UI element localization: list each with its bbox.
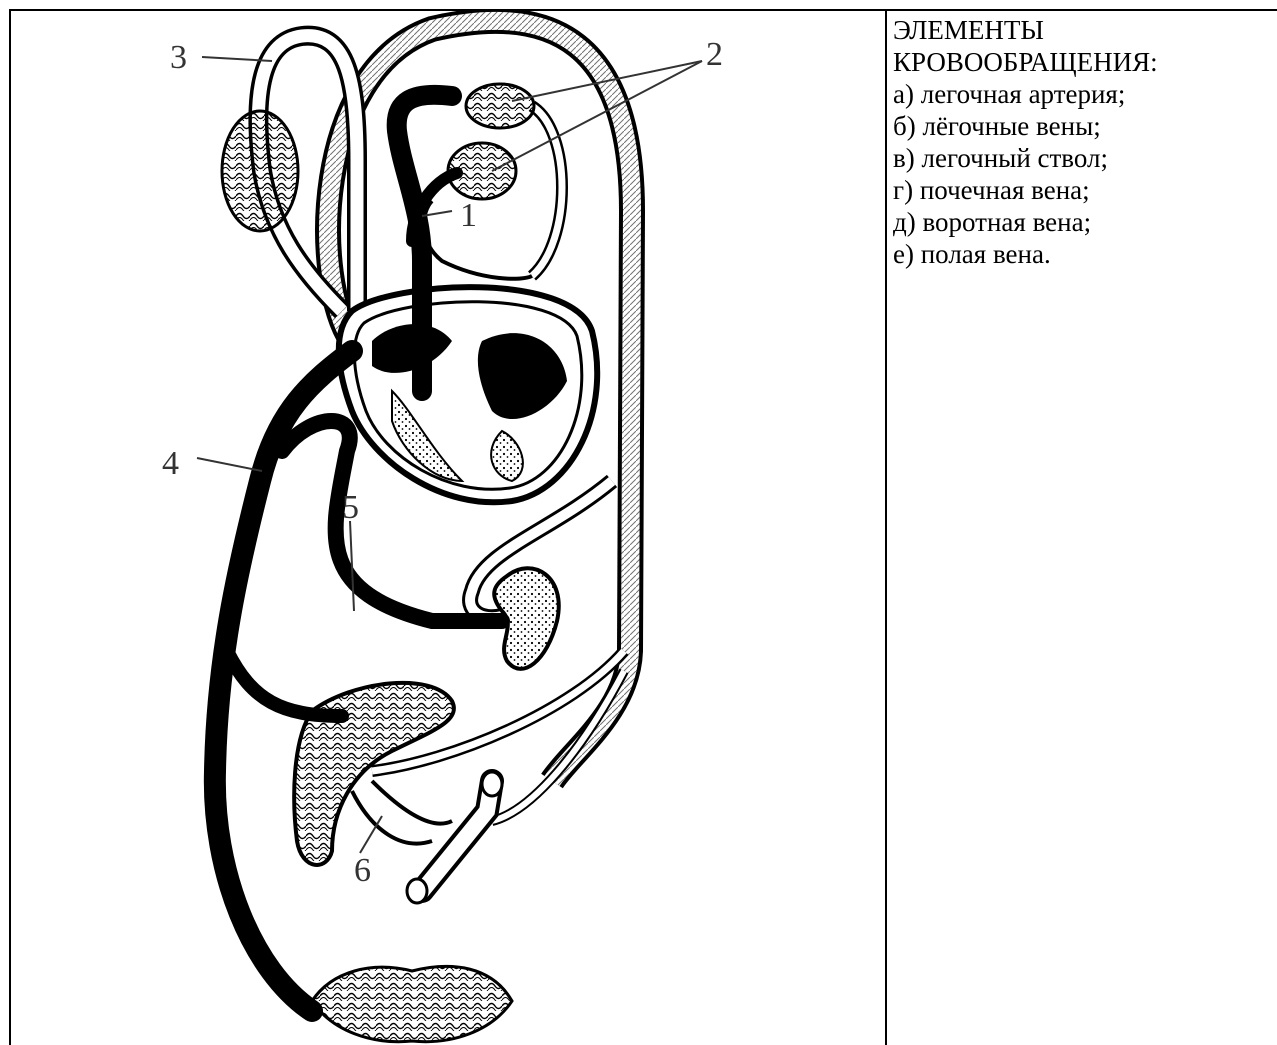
callout-4: 4 — [162, 445, 179, 482]
lower-capillaries — [312, 966, 512, 1041]
legend-list: а) легочная артерия; б) лёгочные вены; в… — [893, 78, 1277, 270]
heart — [339, 287, 597, 502]
legend-item-b: б) лёгочные вены; — [893, 110, 1277, 142]
legend-item-d: д) воротная вена; — [893, 206, 1277, 238]
legend-title-line2: КРОВООБРАЩЕНИЯ: — [893, 46, 1277, 78]
callout-2: 2 — [706, 36, 723, 73]
table-divider — [885, 9, 887, 1045]
legend-item-e: е) полая вена. — [893, 238, 1277, 270]
legend-panel: ЭЛЕМЕНТЫ КРОВООБРАЩЕНИЯ: а) легочная арт… — [893, 14, 1277, 270]
callout-1: 1 — [460, 197, 477, 234]
intestine — [352, 772, 502, 903]
callout-3: 3 — [170, 39, 187, 76]
legend-item-a: а) легочная артерия; — [893, 78, 1277, 110]
circulation-diagram: 1 2 3 4 5 6 — [12, 11, 884, 1045]
legend-title-line1: ЭЛЕМЕНТЫ — [893, 14, 1277, 46]
callout-5: 5 — [342, 489, 359, 526]
legend-item-g: г) почечная вена; — [893, 174, 1277, 206]
legend-item-v: в) легочный ствол; — [893, 142, 1277, 174]
callout-6: 6 — [354, 852, 371, 889]
